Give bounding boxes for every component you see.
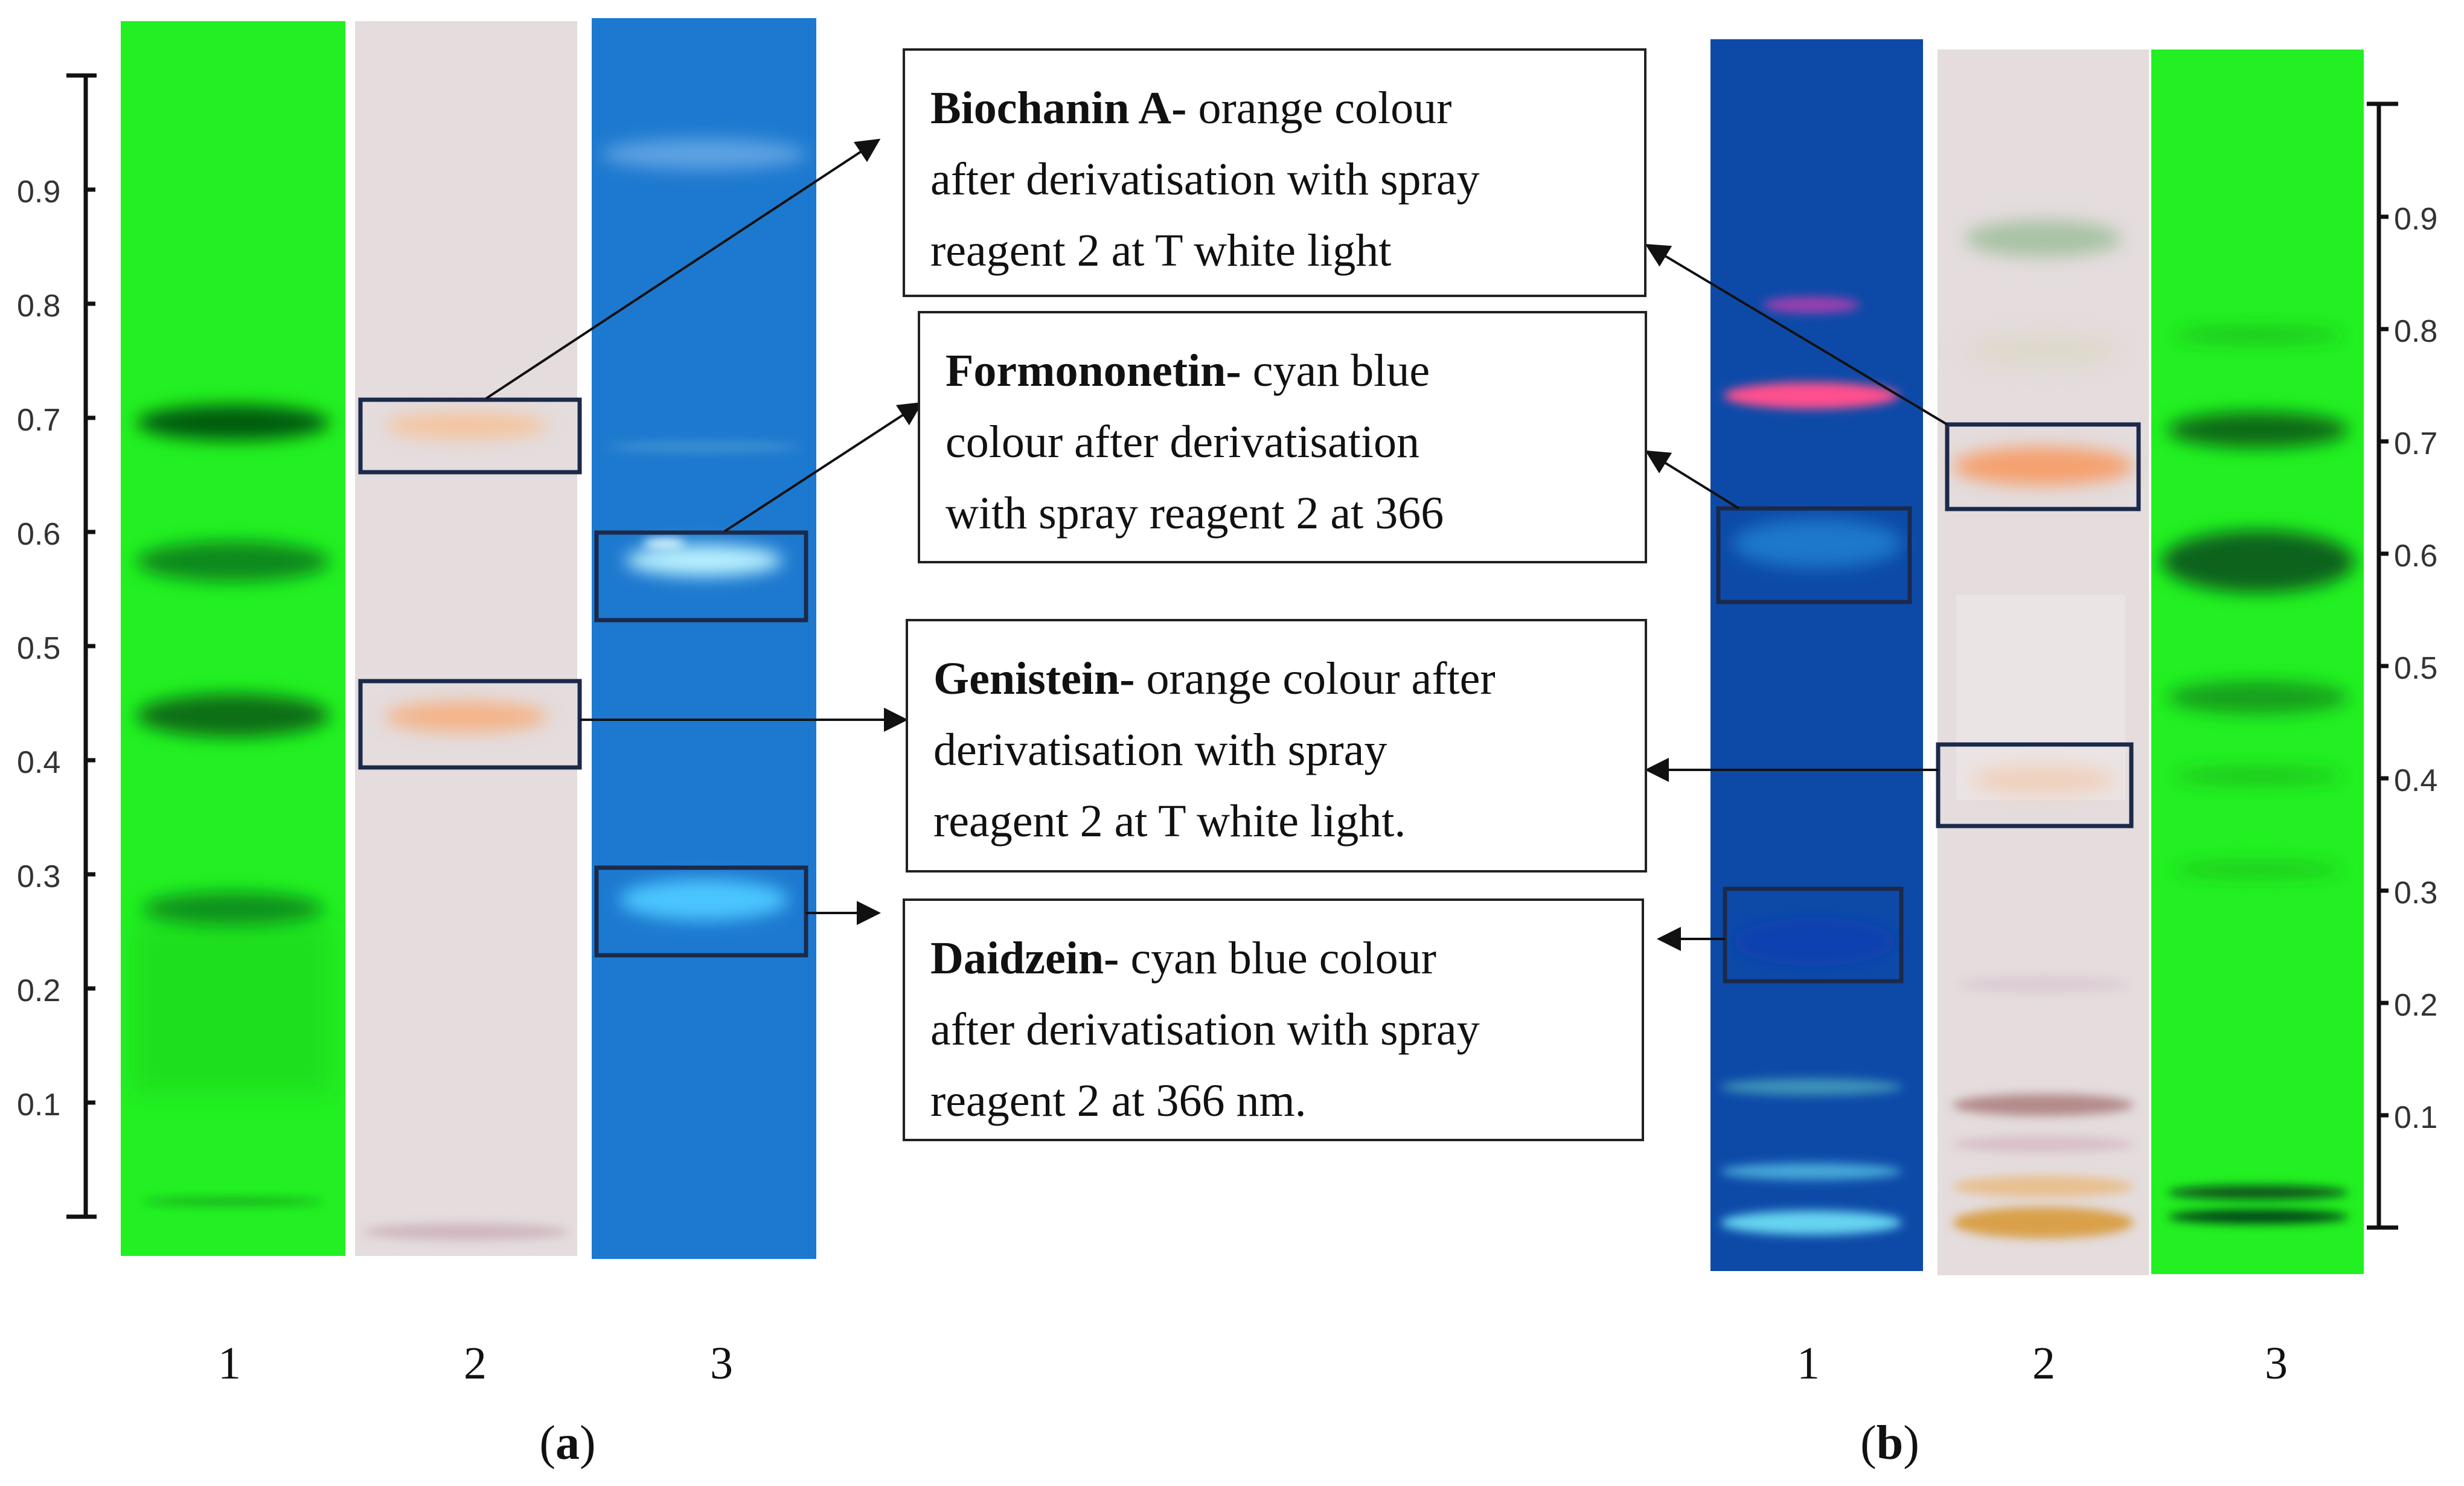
lane-number-a-1: 1 [218,1338,241,1389]
lane-number-b-3: 3 [2265,1338,2288,1389]
annotation-compound-name: Genistein- [933,653,1135,704]
annotation-compound-name: Biochanin A- [930,83,1187,133]
annotation-text: orange colour after [1134,653,1496,704]
annotation-text: cyan blue [1241,345,1430,396]
connector-arrows [485,138,1948,951]
lane-number-a-2: 2 [464,1338,487,1389]
rf-tick-label-right: 0.9 [2394,202,2438,237]
annotation-formononetin: Formononetin- cyan blue colour after der… [918,311,1647,563]
arrow-biochanin-a-right [1645,243,1948,426]
plate-a-highlight-boxes [358,397,808,958]
annotation-text: colour after derivatisation [946,417,1420,467]
rf-tick-label-right: 0.6 [2394,539,2438,574]
plate-b-lane-3 [2151,50,2364,1274]
rf-tick-label-left: 0.2 [17,973,61,1008]
annotation-text: reagent 2 at T white light. [933,796,1406,847]
rf-scale-right [2367,101,2398,1230]
annotation-text: orange colour [1186,83,1452,133]
plate-a-lane-3 [592,18,816,1259]
lane-number-b-2: 2 [2032,1338,2055,1389]
rf-tick-label-right: 0.3 [2394,876,2438,911]
rf-tick-label-right: 0.5 [2394,651,2438,686]
plate-b-highlight-boxes [1716,422,2141,984]
annotation-daidzein: Daidzein- cyan blue colour after derivat… [903,898,1644,1141]
annotation-text: reagent 2 at 366 nm. [930,1075,1307,1126]
annotation-text: after derivatisation with spray [930,154,1480,205]
rf-scale-left [66,73,97,1219]
annotation-biochanin-a: Biochanin A- orange colour after derivat… [903,48,1646,297]
arrow-biochanin-a-left [485,138,881,400]
rf-tick-label-left: 0.5 [17,631,61,666]
annotation-genistein: Genistein- orange colour after derivatis… [906,619,1647,873]
rf-tick-label-left: 0.3 [17,859,61,894]
plate-a-lane-1 [121,21,345,1256]
arrow-formononetin-left [723,402,923,533]
rf-tick-label-right: 0.4 [2394,763,2438,798]
annotation-compound-name: Daidzein- [930,933,1119,984]
lane-number-b-1: 1 [1797,1338,1820,1389]
rf-tick-label-left: 0.7 [17,403,61,438]
rf-tick-label-left: 0.4 [17,745,61,780]
rf-tick-label-left: 0.8 [17,289,61,324]
annotation-text: after derivatisation with spray [930,1004,1480,1055]
rf-tick-label-left: 0.6 [17,517,61,552]
rf-tick-label-right: 0.2 [2394,988,2438,1023]
annotation-text: with spray reagent 2 at 366 [946,488,1444,539]
arrow-formononetin-right [1645,450,1740,510]
annotation-text: reagent 2 at T white light [930,225,1392,276]
plate-b-lane-2 [1938,50,2149,1275]
rf-tick-label-right: 0.7 [2394,426,2438,461]
rf-tick-label-left: 0.9 [17,175,61,210]
lane-number-a-3: 3 [710,1338,733,1389]
plate-b-lane-1 [1710,39,1923,1271]
annotation-text: cyan blue colour [1119,933,1436,984]
panel-label-b: (b) [1860,1417,1919,1470]
panel-label-a: (a) [539,1417,596,1470]
rf-tick-label-right: 0.1 [2394,1100,2438,1135]
annotation-compound-name: Formononetin- [946,345,1241,396]
annotation-text: derivatisation with spray [933,725,1387,775]
plate-a-lane-2 [355,21,577,1256]
rf-tick-label-right: 0.8 [2394,314,2438,349]
rf-tick-label-left: 0.1 [17,1087,61,1123]
